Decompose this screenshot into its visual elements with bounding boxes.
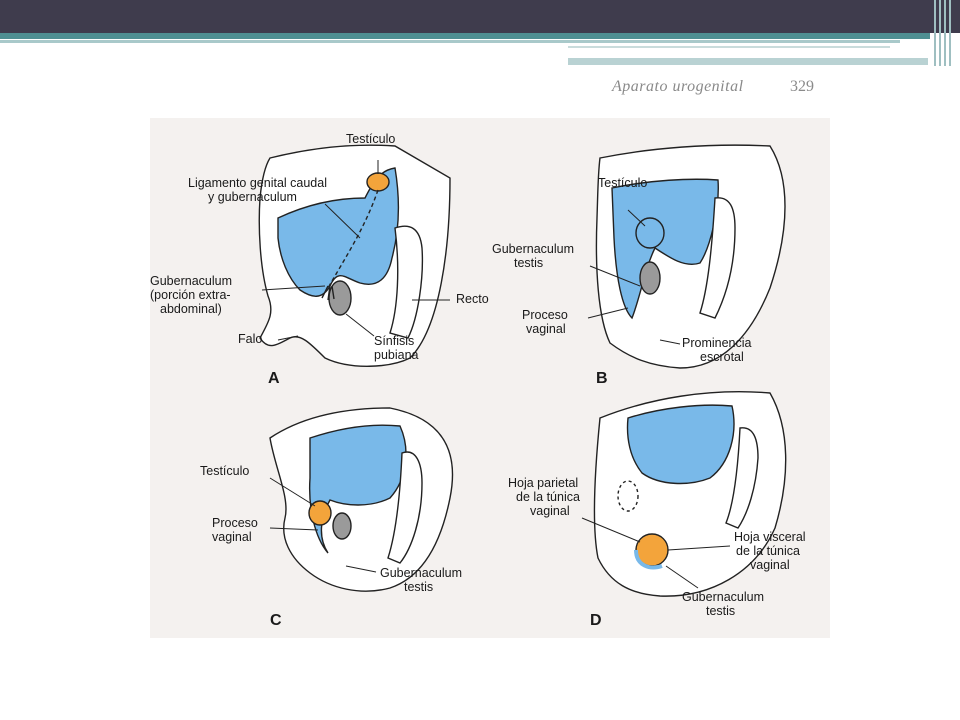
label-a-gub-line3: abdominal) [160, 302, 222, 316]
panel-d-symphysis [617, 480, 639, 512]
panel-letter-d: D [590, 612, 602, 629]
panel-b-drawing [595, 144, 786, 369]
label-d-parietal-line2: de la túnica [516, 490, 580, 504]
panel-a-testis [366, 172, 390, 192]
slide-vertical-bars [934, 0, 954, 66]
panel-b-testis [635, 217, 665, 249]
panel-a-rectum [389, 225, 424, 339]
label-a-gub-line1: Gubernaculum [150, 274, 232, 288]
label-b-gub-line1: Gubernaculum [492, 242, 574, 256]
label-a-ligamento-line1: Ligamento genital caudal [188, 176, 327, 190]
panel-d-drawing [593, 391, 787, 597]
label-b-prominencia-line1: Prominencia [682, 336, 752, 350]
label-a-testiculo: Testículo [346, 132, 396, 146]
panel-a-gubernaculum [327, 189, 379, 289]
label-c-proceso-line2: vaginal [212, 530, 252, 544]
figure-drawing [258, 144, 787, 597]
label-a-gub-line2: (porción extra- [150, 288, 231, 302]
label-c-gub-line1: Gubernaculum [380, 566, 462, 580]
panel-d-rectum [725, 427, 759, 529]
slide-accent-line-lower [568, 58, 928, 65]
label-d-visceral-line3: vaginal [750, 558, 790, 572]
label-b-testiculo: Testículo [598, 176, 648, 190]
label-a-sinfisis-line1: Sínfisis [374, 334, 415, 348]
label-c-testiculo: Testículo [200, 464, 250, 478]
label-a-sinfisis-line2: pubiana [374, 348, 419, 362]
book-page-number: 329 [790, 78, 814, 95]
panel-b-rectum [699, 197, 736, 319]
slide-accent-line-thin [0, 40, 900, 43]
panel-c-rectum [387, 451, 423, 564]
label-a-ligamento-line2: y gubernaculum [208, 190, 297, 204]
label-d-visceral-line1: Hoja visceral [734, 530, 806, 544]
panel-c-drawing [269, 407, 454, 592]
label-d-visceral-line2: de la túnica [736, 544, 800, 558]
slide-top-bar [0, 0, 960, 33]
label-a-falo: Falo [238, 332, 263, 346]
panel-letter-c: C [270, 612, 282, 629]
label-c-proceso-line1: Proceso [212, 516, 258, 530]
panel-letter-b: B [596, 370, 608, 387]
label-a-recto: Recto [456, 292, 489, 306]
panel-d-tunica [634, 549, 663, 570]
embryology-figure: Testículo Ligamento genital caudal y gub… [150, 118, 830, 638]
label-b-gub-line2: testis [514, 256, 544, 270]
panel-a-symphysis [328, 280, 352, 316]
panel-a-drawing [258, 144, 451, 367]
panel-b-symphysis [639, 261, 661, 295]
label-d-parietal-line3: vaginal [530, 504, 570, 518]
label-d-parietal-line1: Hoja parietal [508, 476, 579, 490]
panel-d-peritoneum [626, 404, 735, 485]
label-d-gub-line2: testis [706, 604, 736, 618]
label-b-proceso-line1: Proceso [522, 308, 568, 322]
label-b-proceso-line2: vaginal [526, 322, 566, 336]
panel-c-symphysis [332, 512, 352, 540]
slide-accent-line [0, 33, 930, 39]
label-c-gub-line2: testis [404, 580, 434, 594]
panel-a-peritoneum [277, 167, 400, 297]
panel-letter-a: A [268, 370, 280, 387]
panel-c-testis [308, 500, 332, 526]
label-d-gub-line1: Gubernaculum [682, 590, 764, 604]
book-header-title: Aparato urogenital [612, 78, 744, 95]
leader-lines [261, 160, 731, 589]
panel-c-peritoneum [308, 424, 407, 554]
label-b-prominencia-line2: escrotal [700, 350, 744, 364]
slide-accent-line-short [568, 46, 890, 48]
